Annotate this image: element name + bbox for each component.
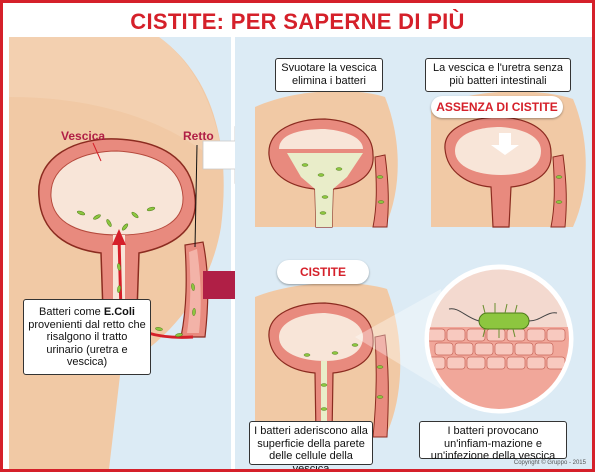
left-caption-bold: E.Coli (104, 306, 135, 318)
top-right-caption: La vescica e l'uretra senza più batteri … (425, 58, 571, 92)
cell-layer (425, 327, 575, 417)
left-caption-rest: provenienti dal retto che risalgono il t… (28, 319, 145, 369)
bladder-lumen (51, 151, 183, 235)
bm-bladder-lumen (279, 313, 363, 361)
rectum-label: Retto (183, 129, 214, 143)
pelvis-illustration (9, 37, 231, 469)
left-caption-box: Batteri come E.Coli provenienti dal rett… (23, 299, 151, 375)
bottom-middle-caption: I batteri aderiscono alla superficie del… (249, 421, 373, 465)
tr-bladder-lumen (455, 127, 541, 175)
left-panel-anatomy: Vescica Retto Batteri come E.Coli proven… (9, 37, 231, 469)
left-caption-prefix: Batteri come (39, 306, 101, 318)
bladder-label: Vescica (61, 129, 105, 143)
cystitis-badge: CISTITE (277, 260, 369, 284)
top-middle-caption: Svuotare la vescica elimina i batteri (275, 58, 383, 92)
infographic-title: CISTITE: PER SAPERNE DI PIÙ (6, 6, 589, 37)
copyright-note: Copyright © Gruppo - 2015 (514, 460, 586, 466)
right-panel-scenarios: Svuotare la vescica elimina i batteri La… (235, 37, 592, 469)
bottom-right-caption: I batteri provocano un'infiam-mazione e … (419, 421, 567, 459)
no-cystitis-badge: ASSENZA DI CISTITE (431, 96, 563, 118)
